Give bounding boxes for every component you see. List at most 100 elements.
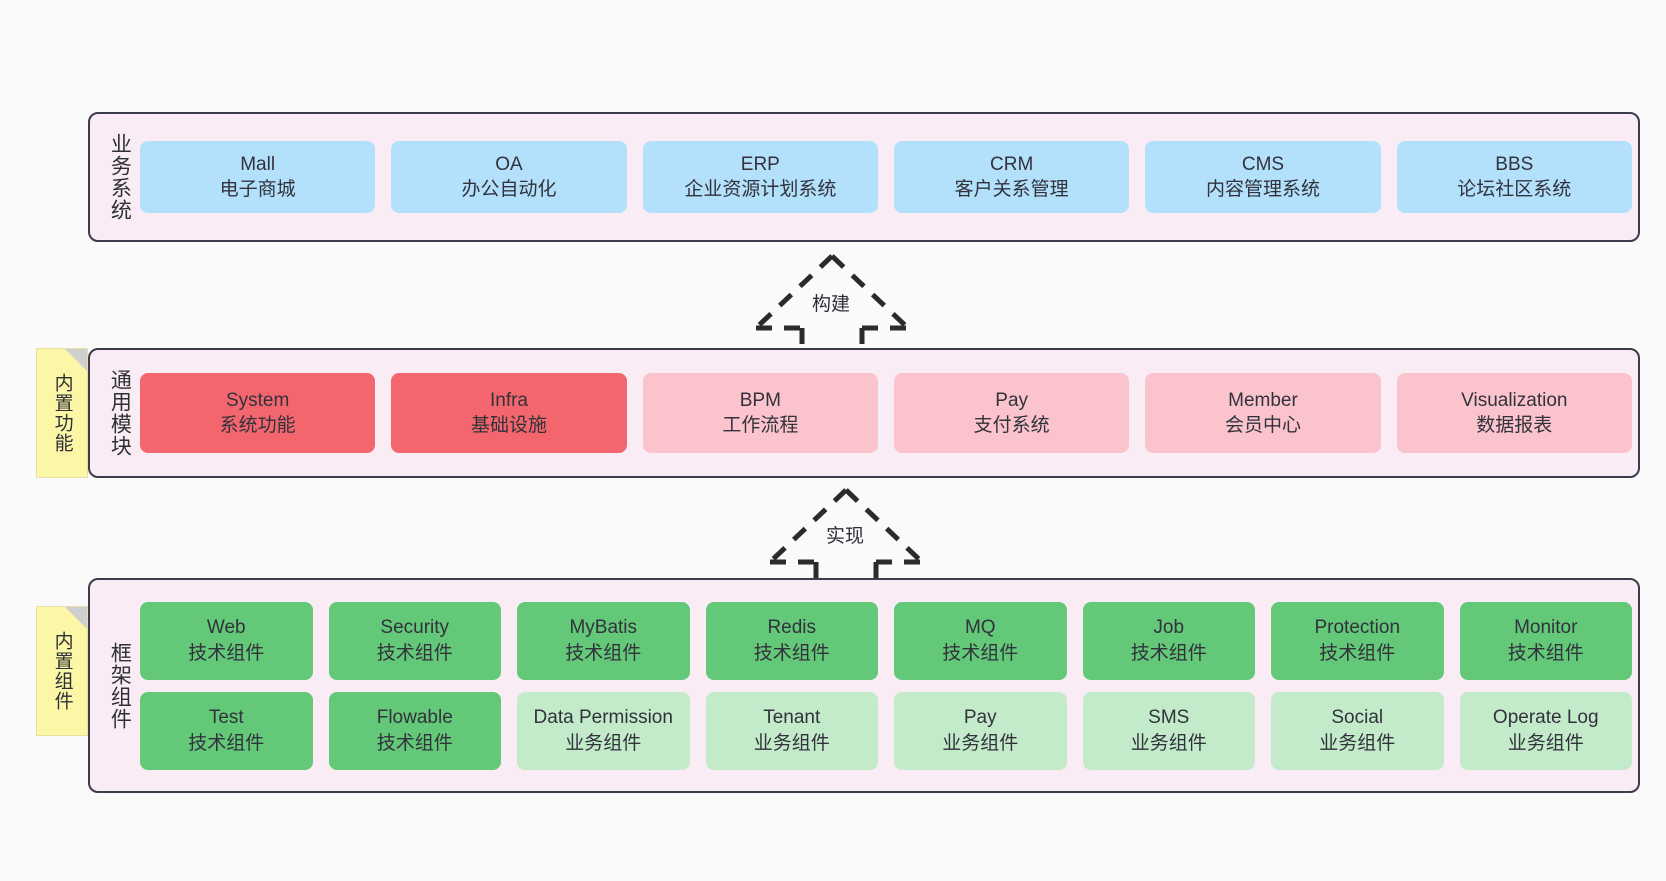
node-tenant[interactable]: Tenant 业务组件	[705, 691, 878, 770]
node-subtitle: 支付系统	[973, 415, 1050, 436]
node-subtitle: 技术组件	[1507, 642, 1584, 664]
node-title: SMS	[1148, 707, 1190, 729]
node-title: BPM	[739, 389, 781, 411]
node-mq[interactable]: MQ 技术组件	[894, 601, 1067, 680]
node-sms[interactable]: SMS 业务组件	[1082, 691, 1255, 770]
node-subtitle: 论坛社区系统	[1457, 179, 1572, 200]
node-title: Flowable	[376, 707, 453, 729]
layer-business-systems[interactable]: 业务系统 Mall 电子商城 OA 办公自动化 ERP 企业资源计划系统 CRM…	[88, 112, 1640, 242]
node-subtitle: 工作流程	[722, 415, 799, 436]
node-system[interactable]: System 系统功能	[140, 373, 376, 453]
node-subtitle: 电子商城	[219, 179, 296, 200]
node-title: Monitor	[1514, 617, 1578, 639]
node-subtitle: 内容管理系统	[1205, 179, 1320, 200]
node-member[interactable]: Member 会员中心	[1145, 373, 1381, 453]
node-subtitle: 技术组件	[753, 642, 830, 664]
node-social[interactable]: Social 业务组件	[1271, 691, 1444, 770]
node-bbs[interactable]: BBS 论坛社区系统	[1396, 141, 1632, 213]
node-oa[interactable]: OA 办公自动化	[391, 141, 627, 213]
node-subtitle: 技术组件	[942, 642, 1019, 664]
node-subtitle: 系统功能	[219, 415, 296, 436]
node-title: MyBatis	[569, 617, 638, 639]
node-job[interactable]: Job 技术组件	[1082, 601, 1255, 680]
connector-label-build: 构建	[812, 294, 851, 315]
node-bpm[interactable]: BPM 工作流程	[642, 373, 878, 453]
node-pay-business[interactable]: Pay 业务组件	[894, 691, 1067, 770]
node-flowable[interactable]: Flowable 技术组件	[328, 691, 501, 770]
node-subtitle: 技术组件	[376, 642, 453, 664]
node-title: CMS	[1241, 153, 1285, 175]
node-subtitle: 技术组件	[1319, 642, 1396, 664]
node-title: ERP	[740, 153, 780, 175]
note-builtin-features: 内置功能	[36, 348, 88, 478]
node-subtitle: 技术组件	[376, 732, 453, 754]
note-text: 内置功能	[51, 373, 73, 453]
note-text: 内置组件	[51, 631, 73, 711]
node-mybatis[interactable]: MyBatis 技术组件	[517, 601, 690, 680]
layer-common-modules[interactable]: 通用模块 System 系统功能 Infra 基础设施 BPM 工作流程 Pay…	[88, 348, 1640, 478]
note-fold-icon	[65, 607, 87, 629]
node-title: Test	[208, 707, 244, 729]
node-subtitle: 业务组件	[1130, 732, 1207, 754]
node-title: Pay	[963, 707, 997, 729]
layer-body-framework: Web 技术组件 Security 技术组件 MyBatis 技术组件 Redi…	[140, 580, 1638, 791]
node-title: Operate Log	[1492, 707, 1599, 729]
node-title: Infra	[489, 389, 528, 411]
node-title: Member	[1228, 389, 1298, 411]
node-data-permission[interactable]: Data Permission 业务组件	[517, 691, 690, 770]
node-subtitle: 客户关系管理	[954, 179, 1069, 200]
note-fold-icon	[65, 349, 87, 371]
node-title: Data Permission	[533, 707, 673, 729]
node-subtitle: 业务组件	[942, 732, 1019, 754]
layer-title-framework: 框架组件	[108, 641, 132, 730]
node-title: Pay	[995, 389, 1029, 411]
node-subtitle: 技术组件	[1130, 642, 1207, 664]
node-subtitle: 基础设施	[470, 415, 547, 436]
layer-body-business: Mall 电子商城 OA 办公自动化 ERP 企业资源计划系统 CRM 客户关系…	[140, 114, 1638, 240]
node-title: OA	[495, 153, 523, 175]
node-mall[interactable]: Mall 电子商城	[140, 141, 376, 213]
node-title: MQ	[964, 617, 996, 639]
node-cms[interactable]: CMS 内容管理系统	[1145, 141, 1381, 213]
node-title: Protection	[1314, 617, 1401, 639]
node-title: BBS	[1495, 153, 1534, 175]
node-pay[interactable]: Pay 支付系统	[893, 373, 1130, 453]
layer-title-business: 业务系统	[108, 133, 132, 221]
node-title: Visualization	[1461, 389, 1568, 411]
node-protection[interactable]: Protection 技术组件	[1271, 601, 1444, 680]
node-title: Social	[1331, 707, 1384, 729]
node-title: Tenant	[763, 707, 821, 729]
node-row: Mall 电子商城 OA 办公自动化 ERP 企业资源计划系统 CRM 客户关系…	[140, 141, 1632, 213]
node-row: Web 技术组件 Security 技术组件 MyBatis 技术组件 Redi…	[140, 601, 1632, 680]
node-title: Web	[206, 617, 246, 639]
node-title: CRM	[990, 153, 1034, 175]
node-infra[interactable]: Infra 基础设施	[391, 373, 627, 453]
connector-label-implement: 实现	[826, 526, 865, 547]
node-erp[interactable]: ERP 企业资源计划系统	[642, 141, 878, 213]
node-row: System 系统功能 Infra 基础设施 BPM 工作流程 Pay 支付系统…	[140, 373, 1632, 453]
node-row: Test 技术组件 Flowable 技术组件 Data Permission …	[140, 691, 1632, 770]
node-subtitle: 业务组件	[1319, 732, 1396, 754]
node-monitor[interactable]: Monitor 技术组件	[1459, 601, 1632, 680]
node-subtitle: 业务组件	[1507, 732, 1584, 754]
node-title: Redis	[767, 617, 817, 639]
layer-body-common: System 系统功能 Infra 基础设施 BPM 工作流程 Pay 支付系统…	[140, 350, 1638, 476]
node-operate-log[interactable]: Operate Log 业务组件	[1459, 691, 1632, 770]
node-crm[interactable]: CRM 客户关系管理	[893, 141, 1130, 213]
node-title: System	[225, 389, 290, 411]
node-subtitle: 数据报表	[1476, 415, 1553, 436]
node-subtitle: 会员中心	[1224, 415, 1301, 436]
node-title: Job	[1153, 617, 1185, 639]
node-title: Mall	[240, 153, 276, 175]
node-redis[interactable]: Redis 技术组件	[705, 601, 878, 680]
node-subtitle: 技术组件	[188, 642, 265, 664]
node-web[interactable]: Web 技术组件	[140, 601, 313, 680]
node-visualization[interactable]: Visualization 数据报表	[1396, 373, 1632, 453]
node-test[interactable]: Test 技术组件	[140, 691, 313, 770]
layer-framework-components[interactable]: 框架组件 Web 技术组件 Security 技术组件 MyBatis 技术组件…	[88, 578, 1640, 793]
node-subtitle: 办公自动化	[461, 179, 557, 200]
layer-title-common: 通用模块	[108, 369, 132, 457]
node-security[interactable]: Security 技术组件	[328, 601, 501, 680]
node-subtitle: 技术组件	[188, 732, 265, 754]
